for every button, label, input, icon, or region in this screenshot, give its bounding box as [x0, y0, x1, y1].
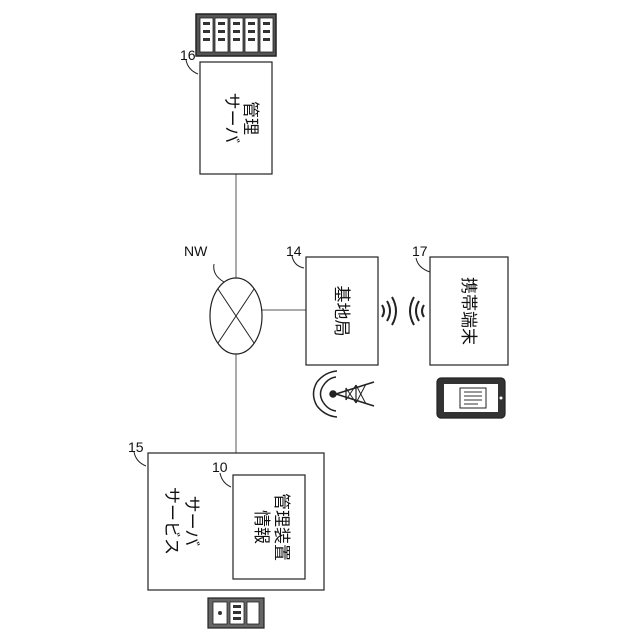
- service-server-ref: 15: [128, 439, 144, 455]
- tower-server-icon: [208, 598, 264, 628]
- base-station-ref: 14: [286, 243, 302, 259]
- server-rack-icon: [196, 14, 276, 56]
- management-server-label-1: 管理: [240, 101, 260, 135]
- service-server-node: 15 サービス サーバ 10 情報 管理装置: [128, 439, 324, 590]
- management-server-label-2: サーバ: [221, 93, 241, 144]
- network-ref: NW: [184, 243, 208, 259]
- info-mgmt-device-label-1: 情報: [251, 510, 271, 544]
- management-server-ref: 16: [180, 47, 196, 63]
- service-server-label-1: サービス: [161, 487, 181, 555]
- info-mgmt-device-label-2: 管理装置: [271, 493, 291, 561]
- smartphone-icon: [437, 378, 505, 418]
- base-station-label: 基地局: [331, 286, 351, 337]
- service-server-label-2: サーバ: [181, 496, 201, 547]
- mobile-terminal-ref: 17: [412, 243, 428, 259]
- mobile-terminal-label: 携帯端末: [458, 277, 478, 345]
- info-mgmt-device-ref: 10: [212, 459, 228, 475]
